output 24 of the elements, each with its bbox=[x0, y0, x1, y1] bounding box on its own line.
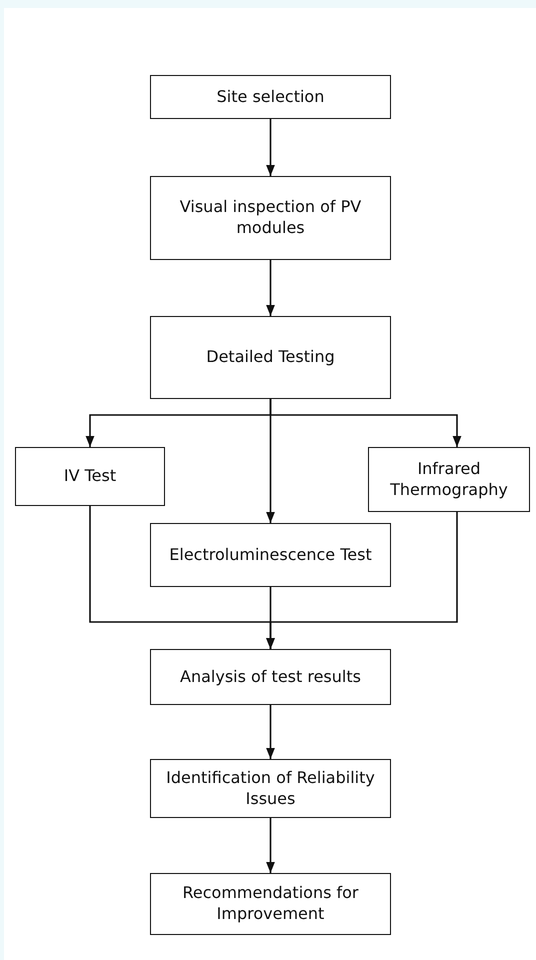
step-label: Detailed Testing bbox=[206, 347, 335, 368]
step-label: Electroluminescence Test bbox=[169, 544, 372, 566]
arrow bbox=[266, 818, 275, 873]
process-box bbox=[15, 447, 165, 506]
process-box bbox=[150, 176, 391, 260]
step-label: Visual inspection of PV modules bbox=[178, 197, 362, 239]
arrow bbox=[266, 260, 275, 316]
arrow bbox=[266, 587, 275, 649]
process-box bbox=[150, 75, 391, 119]
process-box bbox=[150, 649, 391, 705]
process-box bbox=[150, 759, 391, 818]
process-box bbox=[368, 447, 530, 512]
step-label: Infrared Thermography bbox=[389, 458, 509, 500]
step-label: IV Test bbox=[64, 466, 116, 487]
arrow bbox=[266, 119, 275, 176]
arrow bbox=[266, 705, 275, 759]
process-box bbox=[150, 316, 391, 399]
process-box bbox=[150, 523, 391, 587]
process-box bbox=[150, 873, 391, 935]
step-label: Site selection bbox=[216, 86, 324, 108]
step-label: Analysis of test results bbox=[180, 666, 361, 688]
step-label: Identification of Reliability Issues bbox=[165, 768, 376, 810]
step-label: Recommendations for Improvement bbox=[181, 883, 360, 925]
arrow bbox=[266, 399, 275, 523]
